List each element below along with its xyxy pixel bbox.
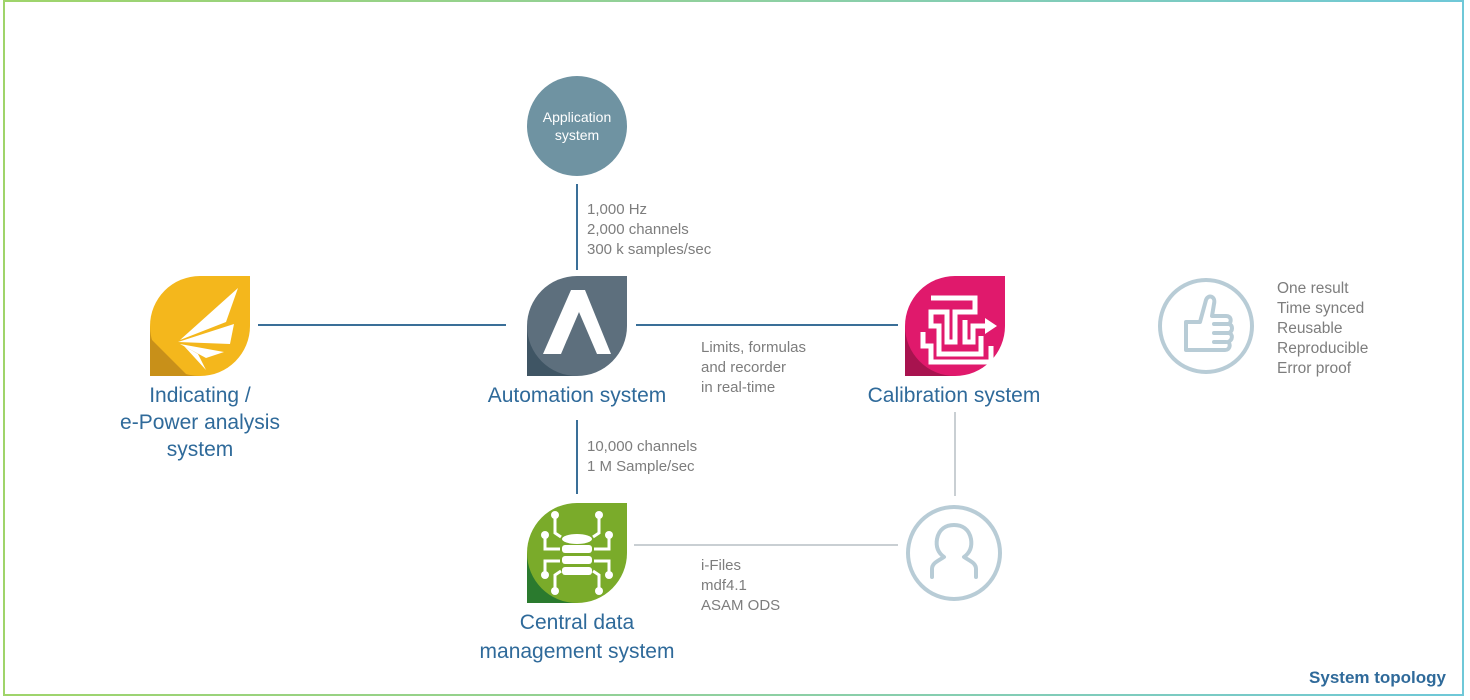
edge-note-automation-calibration: Limits, formulas and recorder in real-ti…	[701, 338, 806, 398]
automation-system-node	[527, 276, 627, 376]
indicating-label-line2: e-Power analysis	[120, 411, 280, 434]
letter-a-icon	[527, 276, 627, 376]
edge-calibration-user	[954, 412, 956, 496]
indicating-label-line1: Indicating /	[149, 384, 251, 407]
note-line: ASAM ODS	[701, 597, 781, 614]
edge-application-automation	[576, 184, 578, 270]
user-icon	[906, 505, 1002, 601]
application-label-line2: system	[554, 127, 600, 143]
edge-data-user	[634, 544, 898, 546]
note-line: 10,000 channels	[587, 438, 698, 455]
benefit-item: Error proof	[1277, 360, 1352, 377]
application-system-node: Application system	[527, 76, 627, 176]
calibration-system-node	[905, 276, 1005, 376]
data-management-label: Central data management system	[467, 609, 687, 665]
note-line: 1 M Sample/sec	[587, 458, 695, 475]
thumbs-up-icon	[1158, 278, 1254, 374]
benefits-node	[1156, 276, 1256, 381]
edge-automation-calibration	[636, 324, 898, 326]
calibration-label: Calibration system	[867, 384, 1041, 407]
automation-label: Automation system	[487, 384, 667, 407]
benefits-list: One result Time synced Reusable Reproduc…	[1277, 279, 1368, 379]
edge-indicating-automation	[258, 324, 506, 326]
benefit-item: Reproducible	[1277, 340, 1369, 357]
note-line: 300 k samples/sec	[587, 241, 712, 258]
diagram-caption: System topology	[1309, 668, 1446, 687]
note-line: Limits, formulas	[701, 339, 807, 356]
user-node	[904, 503, 1004, 608]
note-line: mdf4.1	[701, 577, 747, 594]
edge-note-data-user: i-Files mdf4.1 ASAM ODS	[701, 556, 780, 616]
note-line: 1,000 Hz	[587, 201, 648, 218]
indicating-system-node	[150, 276, 250, 376]
database-circuit-icon	[527, 503, 627, 603]
note-line: i-Files	[701, 557, 741, 574]
wings-icon	[150, 276, 250, 376]
note-line: 2,000 channels	[587, 221, 689, 238]
data-management-label-line1: Central data	[519, 611, 635, 634]
edge-note-automation-data: 10,000 channels 1 M Sample/sec	[587, 437, 697, 477]
maze-arrow-icon	[905, 276, 1005, 376]
edge-automation-data	[576, 420, 578, 494]
indicating-label-line3: system	[166, 438, 234, 461]
application-label-line1: Application	[542, 109, 612, 125]
benefit-item: Time synced	[1277, 300, 1365, 317]
benefit-item: One result	[1277, 280, 1349, 297]
note-line: and recorder	[701, 359, 787, 376]
edge-note-application-automation: 1,000 Hz 2,000 channels 300 k samples/se…	[587, 200, 711, 260]
indicating-label: Indicating / e-Power analysis system	[100, 382, 300, 463]
note-line: in real-time	[701, 379, 776, 396]
data-management-label-line2: management system	[479, 640, 675, 663]
data-management-system-node	[527, 503, 627, 603]
benefit-item: Reusable	[1277, 320, 1343, 337]
